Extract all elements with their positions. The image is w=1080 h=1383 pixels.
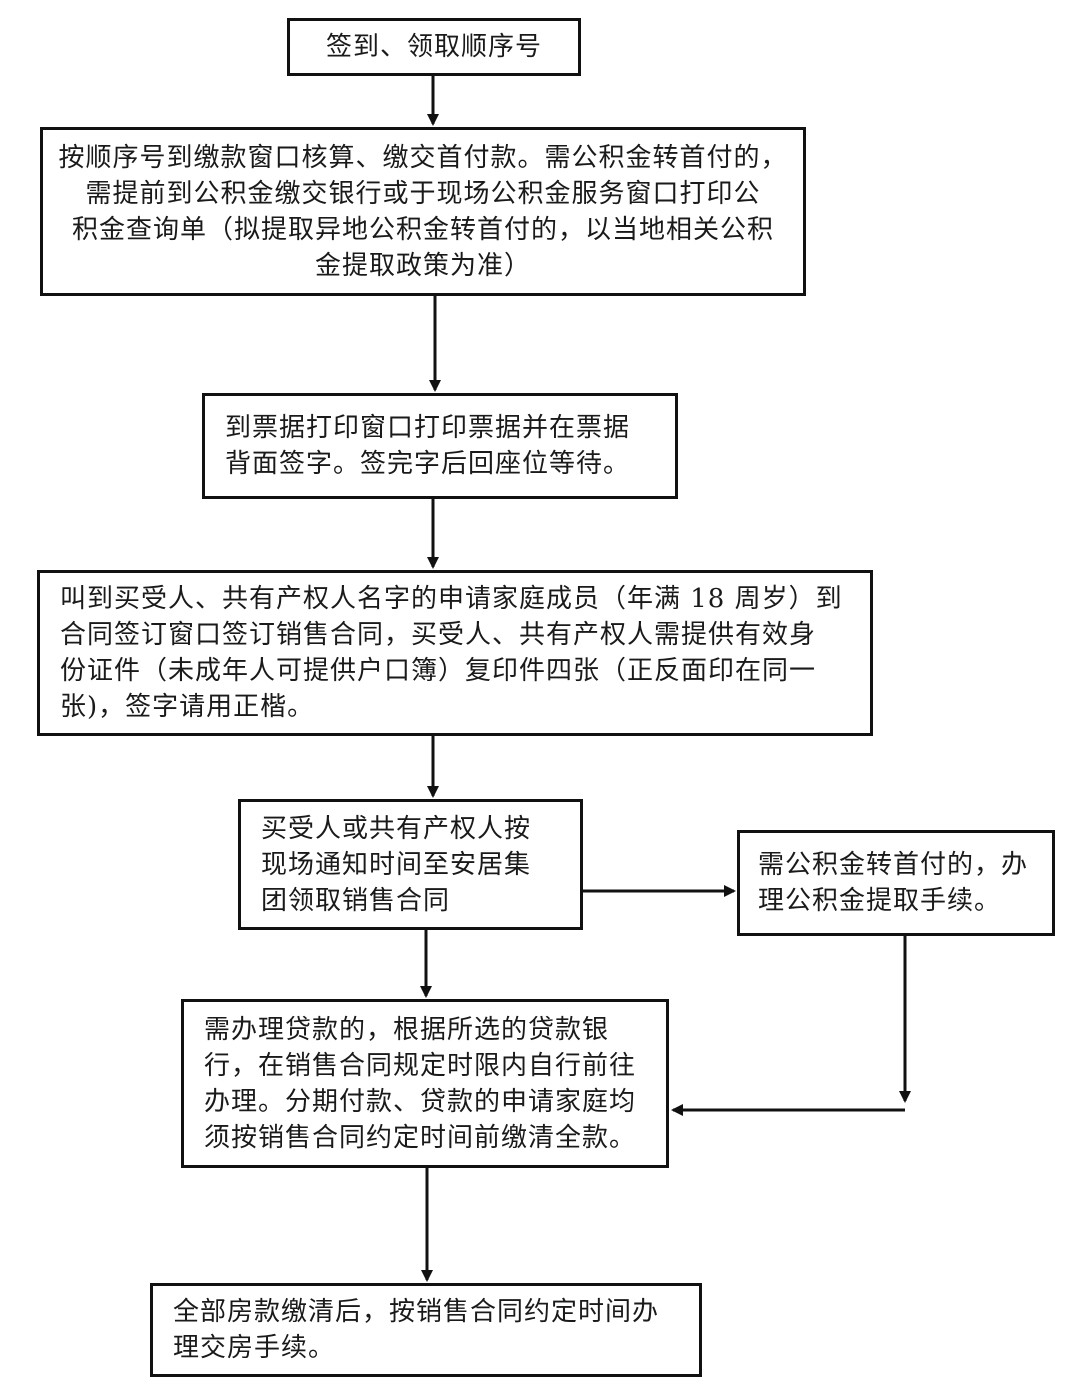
- step-receipt-box: 到票据打印窗口打印票据并在票据 背面签字。签完字后回座位等待。: [202, 393, 678, 499]
- step-fund-withdraw-text: 需公积金转首付的，办 理公积金提取手续。: [758, 850, 1029, 916]
- step-payment-box: 按顺序号到缴款窗口核算、缴交首付款。需公积金转首付的， 需提前到公积金缴交银行或…: [40, 127, 806, 296]
- step-fund-withdraw-box: 需公积金转首付的，办 理公积金提取手续。: [737, 830, 1055, 936]
- step-sign-in-text: 签到、领取顺序号: [325, 32, 542, 62]
- step-payment-text: 按顺序号到缴款窗口核算、缴交首付款。需公积金转首付的， 需提前到公积金缴交银行或…: [58, 142, 788, 281]
- step-handover-text: 全部房款缴清后，按销售合同约定时间办 理交房手续。: [173, 1297, 660, 1363]
- step-receipt-text: 到票据打印窗口打印票据并在票据 背面签字。签完字后回座位等待。: [225, 413, 631, 479]
- step-contract-sign-box: 叫到买受人、共有产权人名字的申请家庭成员（年满 18 周岁）到 合同签订窗口签订…: [37, 570, 873, 736]
- step-handover-box: 全部房款缴清后，按销售合同约定时间办 理交房手续。: [150, 1283, 702, 1377]
- step-loan-box: 需办理贷款的，根据所选的贷款银 行，在销售合同规定时限内自行前往 办理。分期付款…: [181, 999, 669, 1168]
- step-contract-collect-text: 买受人或共有产权人按 现场通知时间至安居集 团领取销售合同: [261, 813, 532, 916]
- step-sign-in-box: 签到、领取顺序号: [287, 18, 581, 76]
- step-contract-collect-box: 买受人或共有产权人按 现场通知时间至安居集 团领取销售合同: [238, 799, 583, 930]
- step-contract-sign-text: 叫到买受人、共有产权人名字的申请家庭成员（年满 18 周岁）到 合同签订窗口签订…: [60, 584, 843, 722]
- step-loan-text: 需办理贷款的，根据所选的贷款银 行，在销售合同规定时限内自行前往 办理。分期付款…: [204, 1014, 637, 1153]
